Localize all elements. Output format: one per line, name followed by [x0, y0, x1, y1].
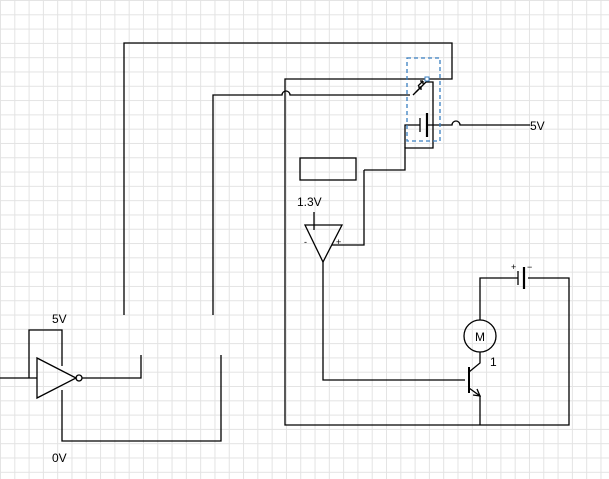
inverter[interactable] [36, 356, 78, 400]
motor-battery[interactable] [517, 267, 526, 289]
inverter-0v-wire[interactable] [61, 355, 222, 442]
inverter-output-wire[interactable] [82, 355, 142, 379]
signal-wire[interactable] [212, 90, 410, 315]
inverter-0v-label: 0V [52, 451, 67, 465]
top-loop-wire[interactable] [123, 42, 480, 426]
opamp-plus-wire[interactable] [332, 170, 365, 246]
battery-plus-label: + [511, 262, 516, 272]
battery-5v[interactable] [404, 113, 530, 148]
potentiometer[interactable] [299, 157, 357, 181]
battery-minus-label: − [527, 262, 532, 272]
motor[interactable] [463, 319, 497, 353]
selection-handle[interactable] [424, 76, 430, 82]
opamp-output-wire[interactable] [322, 262, 465, 381]
opamp-plus-label: + [336, 237, 341, 247]
transistor[interactable] [468, 352, 482, 425]
inverter-5v-label: 5V [52, 312, 67, 326]
battery-motor-wire[interactable] [480, 277, 570, 426]
inverter-5v-wire[interactable] [28, 329, 63, 378]
supply-5v-label: 5V [530, 119, 545, 133]
motor-number-label: 1 [490, 355, 497, 369]
opamp-minus-label: - [304, 237, 307, 247]
reference-voltage-label: 1.3V [297, 195, 322, 209]
light-sensor[interactable] [364, 80, 434, 171]
opamp[interactable] [303, 224, 344, 264]
motor-wire-top[interactable] [479, 277, 518, 320]
motor-label: M [475, 330, 485, 344]
selection-box[interactable] [406, 57, 441, 142]
